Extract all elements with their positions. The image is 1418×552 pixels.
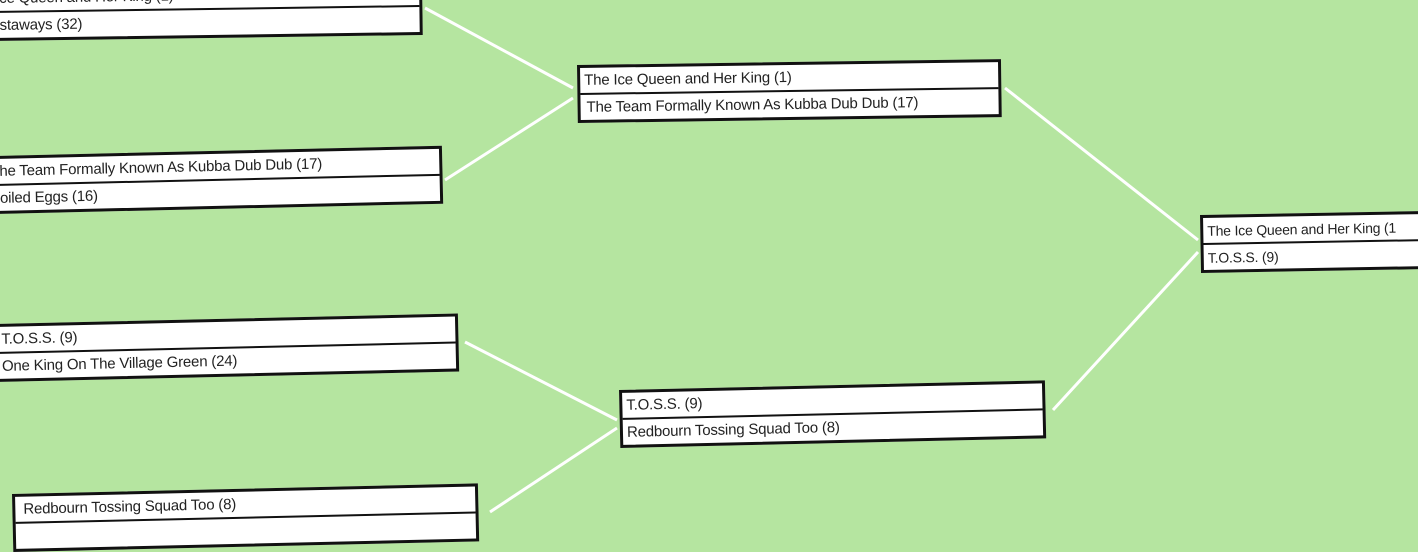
team-slot: T.O.S.S. (9) [1203,238,1418,270]
connector-line [444,96,574,182]
bracket-connectors [424,6,1200,514]
team-slot: The Ice Queen and Her King (1 [1207,219,1397,239]
connector-line [1051,250,1200,412]
match-r1-1: ce Queen and Her King (1) staways (32) [0,0,423,41]
connector-line [1004,86,1199,242]
match-r1-4: Redbourn Tossing Squad Too (8) [12,483,480,552]
connector-line [424,6,574,90]
match-r1-3: T.O.S.S. (9) One King On The Village Gre… [0,313,460,382]
match-r2-2: T.O.S.S. (9) Redbourn Tossing Squad Too … [619,380,1047,448]
match-r1-2: he Team Formally Known As Kubba Dub Dub … [0,145,444,214]
connector-line [464,340,618,422]
match-r2-1: The Ice Queen and Her King (1) The Team … [577,59,1002,123]
connector-line [489,426,618,514]
match-final: The Ice Queen and Her King (1 T.O.S.S. (… [1200,210,1418,273]
